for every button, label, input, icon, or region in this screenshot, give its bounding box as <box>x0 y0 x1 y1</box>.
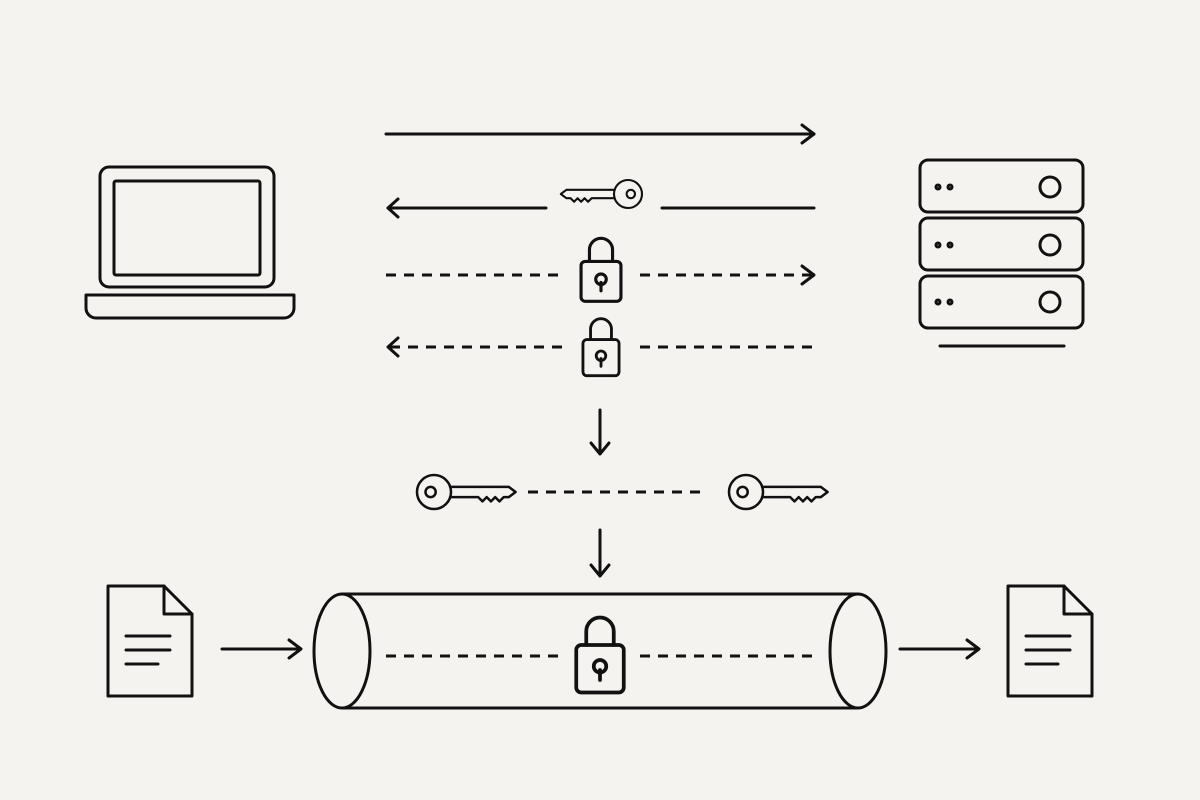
encrypted-request-arrow <box>386 264 816 286</box>
server-rack-icon <box>918 158 1085 348</box>
server-key-arrow <box>386 197 816 219</box>
client-hello-arrow <box>384 123 816 145</box>
laptop-icon <box>84 165 296 320</box>
encrypted-response-arrow <box>386 336 814 358</box>
input-arrow <box>220 638 303 660</box>
down-arrow <box>589 408 611 456</box>
down-arrow <box>589 528 611 578</box>
output-arrow <box>898 638 981 660</box>
encrypted-tunnel-icon <box>312 592 888 710</box>
